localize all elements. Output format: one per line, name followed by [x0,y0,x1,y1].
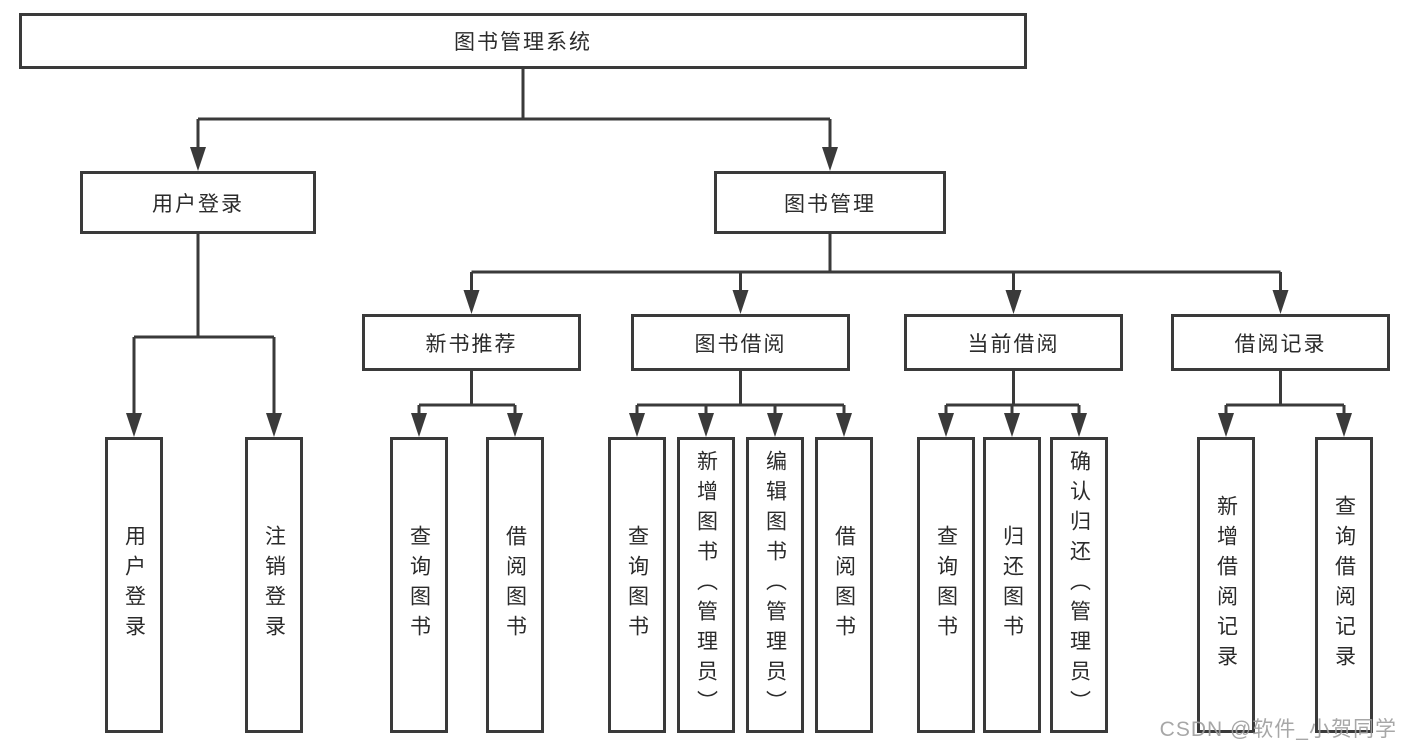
node-user-login: 用户登录 [80,171,316,234]
arrow-icon [463,290,480,314]
arrow-icon [126,413,142,437]
node-leaf-borrow-book-2: 借阅图书 [815,437,873,733]
node-book-borrowing: 图书借阅 [631,314,850,371]
node-leaf-query-book: 查询图书 [390,437,448,733]
arrow-icon [767,413,783,437]
arrow-icon [1218,413,1234,437]
connector-current-borrowing-to-leaves [944,371,1081,415]
csdn-watermark: CSDN @软件_小贺同学 [1159,718,1397,741]
arrow-icon [732,290,749,314]
node-leaf-user-login: 用户登录 [105,437,163,733]
node-new-book-recommendation: 新书推荐 [362,314,581,371]
arrow-icon [1004,413,1020,437]
arrow-icon [698,413,714,437]
node-leaf-edit-book-admin: 编辑图书（管理员） [746,437,804,733]
arrow-icon [1071,413,1087,437]
arrow-icon [411,413,427,437]
connector-root-to-level2 [196,69,832,150]
arrow-icon [1272,290,1289,314]
node-leaf-query-book-2: 查询图书 [608,437,666,733]
arrow-icon [822,147,838,171]
arrow-icon [1005,290,1022,314]
node-leaf-add-book-admin: 新增图书（管理员） [677,437,735,733]
node-borrowing-records: 借阅记录 [1171,314,1390,371]
node-book-management: 图书管理 [714,171,946,234]
node-leaf-query-borrow-record: 查询借阅记录 [1315,437,1373,733]
node-leaf-return-book: 归还图书 [983,437,1041,733]
connector-user-login-to-leaves [132,234,276,415]
arrow-icon [266,413,282,437]
arrow-icon [1336,413,1352,437]
node-library-management-system: 图书管理系统 [19,13,1027,69]
connector-new-book-to-leaves [417,371,517,415]
node-leaf-add-borrow-record: 新增借阅记录 [1197,437,1255,733]
arrow-icon [190,147,206,171]
arrow-icon [938,413,954,437]
arrow-icon [629,413,645,437]
node-leaf-query-book-3: 查询图书 [917,437,975,733]
node-leaf-borrow-book: 借阅图书 [486,437,544,733]
node-leaf-confirm-return-admin: 确认归还（管理员） [1050,437,1108,733]
connector-borrowing-records-to-leaves [1224,371,1346,415]
connector-book-borrowing-to-leaves [635,371,846,415]
arrow-icon [836,413,852,437]
arrowheads [126,147,1352,437]
arrow-icon [507,413,523,437]
connector-book-management-to-level3 [470,234,1282,293]
node-current-borrowing: 当前借阅 [904,314,1123,371]
node-leaf-logout: 注销登录 [245,437,303,733]
